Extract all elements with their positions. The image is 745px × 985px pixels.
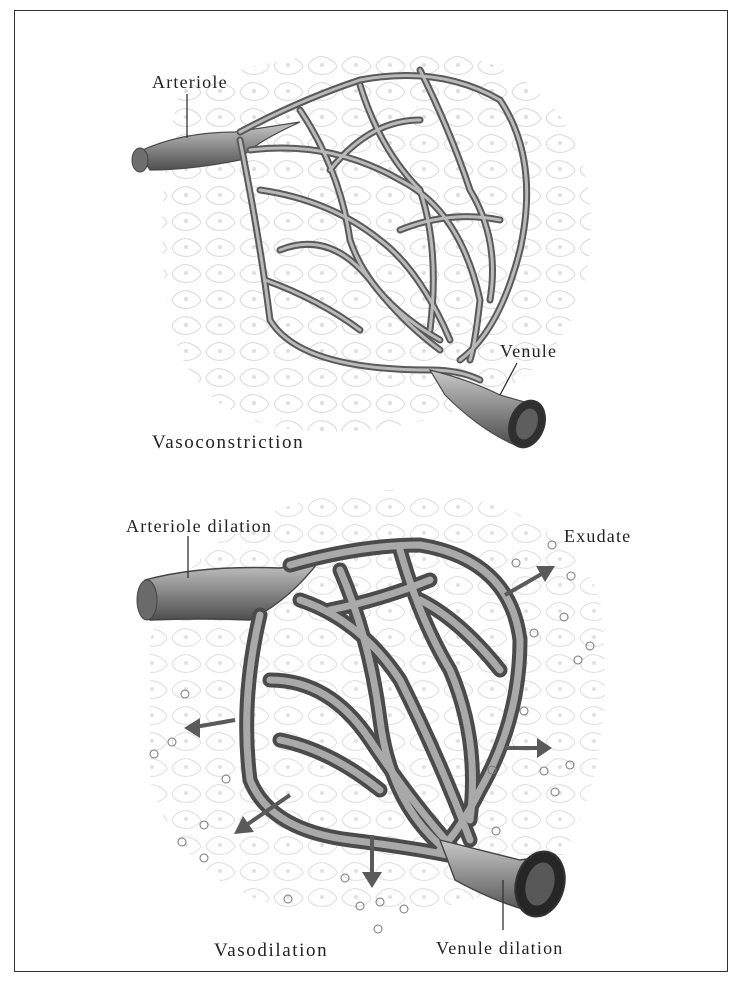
vasodilation-diagram: [137, 490, 605, 933]
label-venule-dilation: Venule dilation: [436, 938, 563, 959]
label-venule: Venule: [500, 341, 557, 362]
caption-vasodilation: Vasodilation: [214, 940, 328, 962]
label-exudate: Exudate: [564, 526, 631, 547]
caption-vasoconstriction: Vasoconstriction: [152, 432, 304, 454]
label-arteriole: Arteriole: [152, 72, 228, 93]
label-arteriole-dilation: Arteriole dilation: [126, 516, 272, 537]
vasoconstriction-diagram: [132, 52, 591, 453]
